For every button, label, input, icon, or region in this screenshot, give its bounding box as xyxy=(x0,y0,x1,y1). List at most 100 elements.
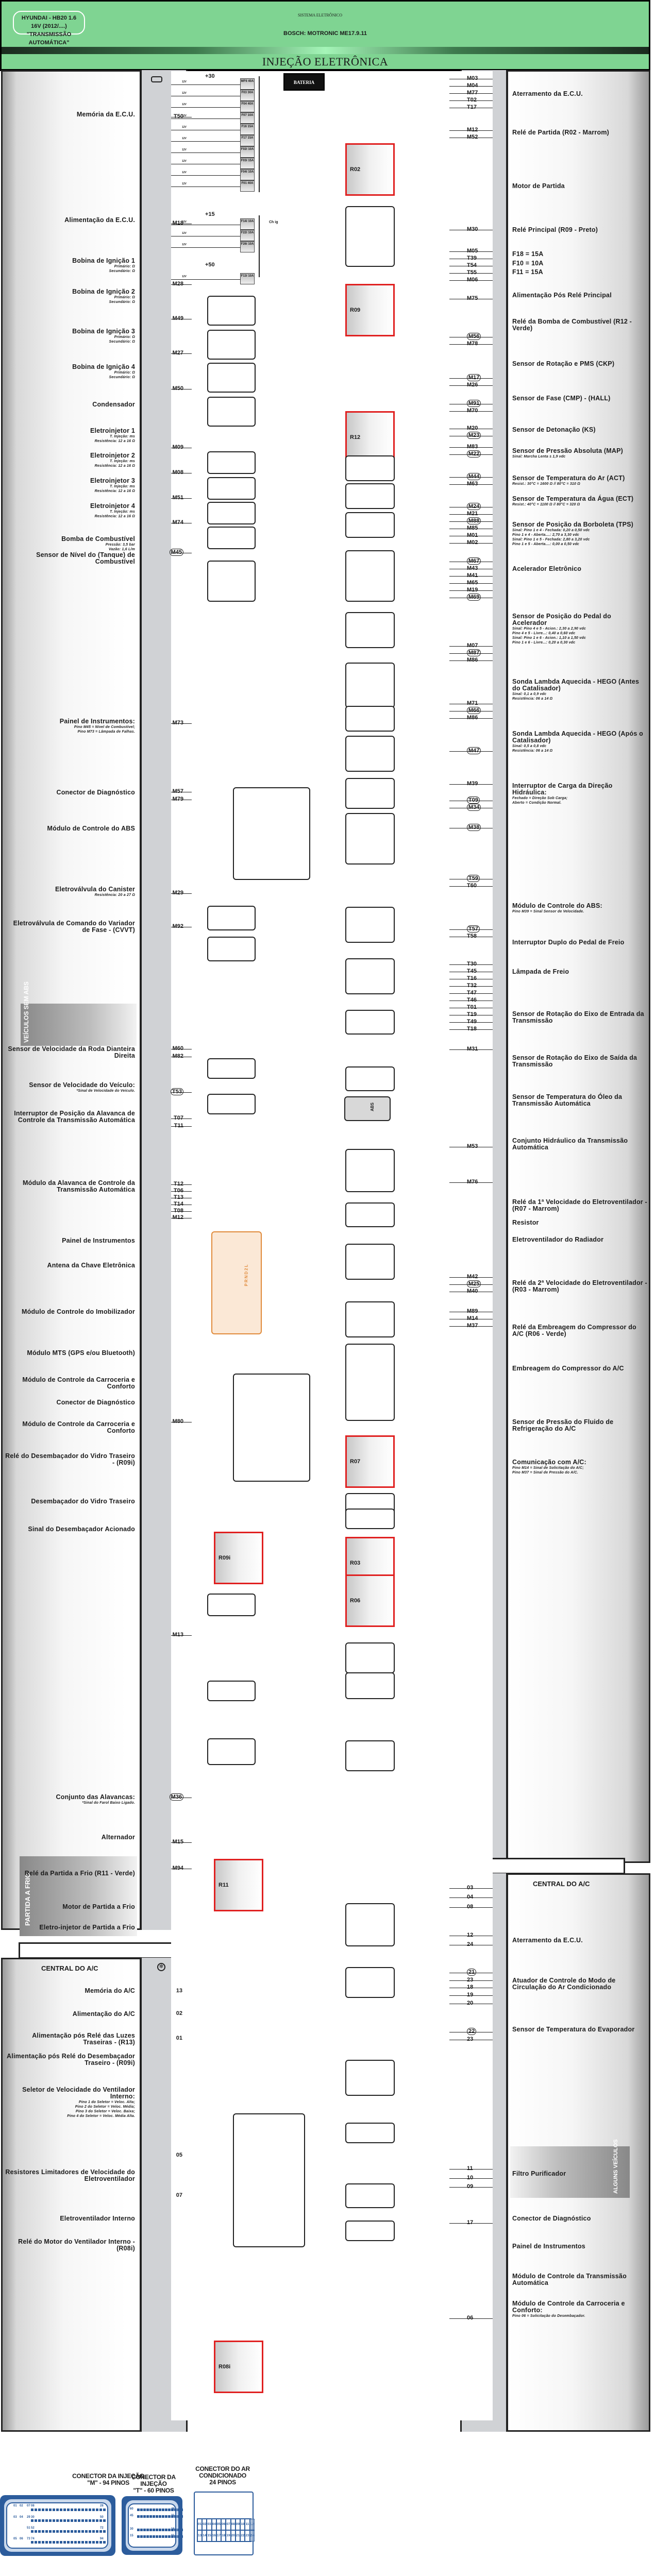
wire xyxy=(449,576,493,577)
pin-number: M09 xyxy=(172,444,183,450)
component-box xyxy=(345,550,395,602)
component-spec: Pino M45 = Nível de Combustível; xyxy=(74,725,135,729)
right-pin: M19 xyxy=(467,587,478,593)
pin-number: T09 xyxy=(467,796,480,804)
fuse: F04i 10A xyxy=(240,169,255,180)
left-pin: M09 xyxy=(149,444,183,450)
pin-number: M30 xyxy=(467,226,478,232)
connector-pin xyxy=(92,2509,95,2511)
connector-pin xyxy=(171,2515,174,2518)
connector-pin xyxy=(74,2519,77,2522)
component-name: Embreagem do Compressor do A/C xyxy=(512,1365,624,1372)
ac-right-pin: 23 xyxy=(467,2036,473,2042)
voltage-label: 12V xyxy=(181,103,187,106)
component-name: Sensor de Posição do Pedal do Acelerador xyxy=(512,613,611,626)
wire xyxy=(171,1191,192,1192)
pin-number: M57 xyxy=(172,788,183,794)
connector-pin xyxy=(146,2535,149,2538)
connector-pin xyxy=(42,2509,44,2511)
pin-number: M03 xyxy=(467,75,478,81)
pin-number: 09 xyxy=(467,2183,474,2190)
wire xyxy=(449,660,493,661)
component-label: Relé da Partida a Frio (R11 - Verde) xyxy=(5,1870,135,1877)
connector-pin xyxy=(103,2509,106,2511)
ac-right-pin: 19 xyxy=(467,1992,473,1998)
component-name: Módulo de Controle do ABS xyxy=(47,825,135,832)
connector-pin: 21 xyxy=(235,2530,241,2541)
section-title: INJEÇÃO ELETRÔNICA xyxy=(262,55,389,68)
pin-number: M14 xyxy=(467,1315,478,1321)
connector-t-title: CONECTOR DA INJEÇÃO "T" - 60 PINOS xyxy=(131,2473,176,2494)
component-name: Relé de Partida (R02 - Marrom) xyxy=(512,129,609,136)
wire xyxy=(449,385,493,386)
connector-pin xyxy=(177,2509,180,2511)
relay-r11: R11 xyxy=(214,1859,263,1911)
connector-pin xyxy=(81,2530,84,2533)
cold-start-tag: PARTIDA A FRIO xyxy=(20,1856,137,1936)
fuse: F03 30A xyxy=(240,90,255,101)
component-label: Resistores Limitadores de Velocidade do … xyxy=(5,2169,135,2182)
component-spec: Resistência: 12 a 16 Ω xyxy=(94,439,135,443)
pin-number: M20 xyxy=(467,425,478,431)
component-spec: *Sinal do Farol Baixo Ligado. xyxy=(82,1801,135,1805)
pin-number: 17 xyxy=(467,2219,474,2226)
component-label: Eletroventilador do Radiador xyxy=(512,1236,647,1243)
connector-pin xyxy=(96,2509,98,2511)
right-pin: T49 xyxy=(467,1019,477,1025)
right-pin: M39 xyxy=(467,781,478,787)
pin-number: M25 xyxy=(467,1280,481,1287)
connector-pin xyxy=(35,2509,37,2511)
pin-number: M78 xyxy=(467,341,478,347)
pin-number: M50 xyxy=(172,385,183,392)
wire xyxy=(449,1995,493,1996)
pin-number: T13 xyxy=(174,1194,183,1200)
ac-right-pin: 06 xyxy=(467,2315,473,2321)
pin-number: M31 xyxy=(467,1046,478,1052)
left-labels-panel xyxy=(1,70,141,1930)
connector-pin: 19 xyxy=(226,2530,231,2541)
pin-number: T19 xyxy=(467,1011,477,1018)
component-name: Sensor de Nível do (Tanque) de Combustív… xyxy=(36,551,135,565)
component-label: Sensor de Pressão Absoluta (MAP)Sinal: M… xyxy=(512,448,647,459)
component-spec: Pino 2 do Seletor = Veloc. Média; xyxy=(75,2105,135,2109)
connector-pin: 22 xyxy=(240,2530,245,2541)
connector-pin xyxy=(63,2509,66,2511)
component-label: Conector de Diagnóstico xyxy=(512,2215,647,2222)
connector-pin xyxy=(162,2509,164,2511)
vehicle-model: HYUNDAI - HB20 1.6 16V (2012/....) xyxy=(21,15,77,29)
component-name: Comunicação com A/C: xyxy=(512,1459,586,1466)
pin-number: M91 xyxy=(467,400,481,407)
pin-number: 18 xyxy=(467,1984,474,1990)
connector-pin xyxy=(143,2515,146,2518)
pin-number: M40 xyxy=(467,1288,478,1294)
pin-number: 03 xyxy=(467,1885,474,1891)
right-pin: M38 xyxy=(467,824,481,831)
connector-pin xyxy=(171,2535,174,2538)
right-pin: M25 xyxy=(467,1280,481,1287)
connector-pin xyxy=(31,2519,33,2522)
connector-pin: 12 xyxy=(249,2519,255,2530)
right-pin: T19 xyxy=(467,1011,477,1018)
component-name: Sensor de Rotação e PMS (CKP) xyxy=(512,360,615,367)
component-name: Interruptor de Posição da Alavanca de Co… xyxy=(14,1110,135,1124)
component-spec: Primário: Ω xyxy=(114,265,135,268)
wire xyxy=(449,1182,493,1183)
right-pin: T58 xyxy=(467,933,477,939)
component-name: Relé da Partida a Frio (R11 - Verde) xyxy=(24,1870,135,1877)
wire xyxy=(449,583,493,584)
ac-right-pin: 17 xyxy=(467,2219,473,2226)
right-pin: M71 xyxy=(467,700,478,706)
component-name: Conector de Diagnóstico xyxy=(56,789,135,796)
connector-pin-label: 50 xyxy=(100,2516,104,2519)
right-pin: T16 xyxy=(467,975,477,981)
connector-pin xyxy=(89,2530,91,2533)
right-pin: T02 xyxy=(467,97,477,103)
pin-number: M43 xyxy=(467,565,478,571)
wire xyxy=(171,107,240,108)
pin-number: M07 xyxy=(467,642,478,649)
component-box xyxy=(345,483,395,509)
wire xyxy=(171,1092,192,1093)
connector-pin-label: 05 xyxy=(13,2537,17,2540)
component-label: Alimentação pós Relé do Desembaçador Tra… xyxy=(5,2053,135,2066)
